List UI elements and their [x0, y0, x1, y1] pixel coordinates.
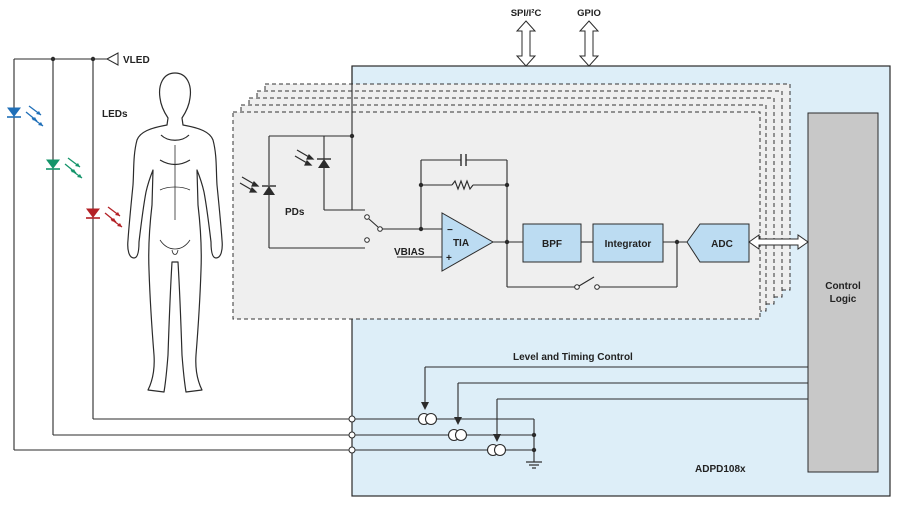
spi-label: SPI/I²C [511, 8, 542, 19]
vled-supply [13, 52, 119, 450]
tia-feedback-network [418, 154, 510, 287]
green-led [46, 157, 83, 179]
gpio-arrow [578, 20, 600, 67]
vbias-label: VBIAS [394, 247, 425, 258]
control-logic-label-line2: Logic [830, 294, 857, 305]
input-switch [364, 214, 442, 243]
leds-label: LEDs [102, 109, 128, 120]
tia-minus-sign: − [447, 225, 453, 236]
tia-amplifier [441, 212, 495, 272]
human-body-figure [127, 72, 223, 393]
gpio-label: GPIO [577, 8, 601, 19]
led-driver-rails [14, 415, 487, 454]
ground-symbol [526, 419, 542, 469]
level-timing-lines [421, 366, 808, 442]
integrator-block [592, 223, 664, 263]
bpf-label: BPF [542, 239, 562, 250]
adc-label: ADC [711, 239, 733, 250]
current-source-1 [417, 412, 438, 426]
current-source-2 [447, 428, 468, 442]
vled-label: VLED [123, 55, 150, 66]
spi-arrow [515, 20, 537, 67]
bpf-block [522, 223, 582, 263]
integrator-label: Integrator [605, 239, 652, 250]
chip-name-label: ADPD108x [695, 464, 746, 475]
pds-label: PDs [285, 207, 305, 218]
control-logic-label-line1: Control [825, 281, 861, 292]
adc-block [686, 223, 750, 263]
channel-frame-front [232, 111, 761, 320]
adc-control-bus [748, 234, 809, 250]
photodiodes [239, 66, 365, 249]
tia-plus-sign: + [446, 253, 452, 264]
control-logic-block [807, 112, 879, 473]
bypass-switch [507, 242, 678, 290]
current-source-3 [486, 443, 507, 457]
blue-led [7, 105, 44, 127]
tia-label: TIA [453, 238, 469, 249]
red-led [86, 206, 123, 228]
level-timing-label: Level and Timing Control [513, 352, 633, 363]
